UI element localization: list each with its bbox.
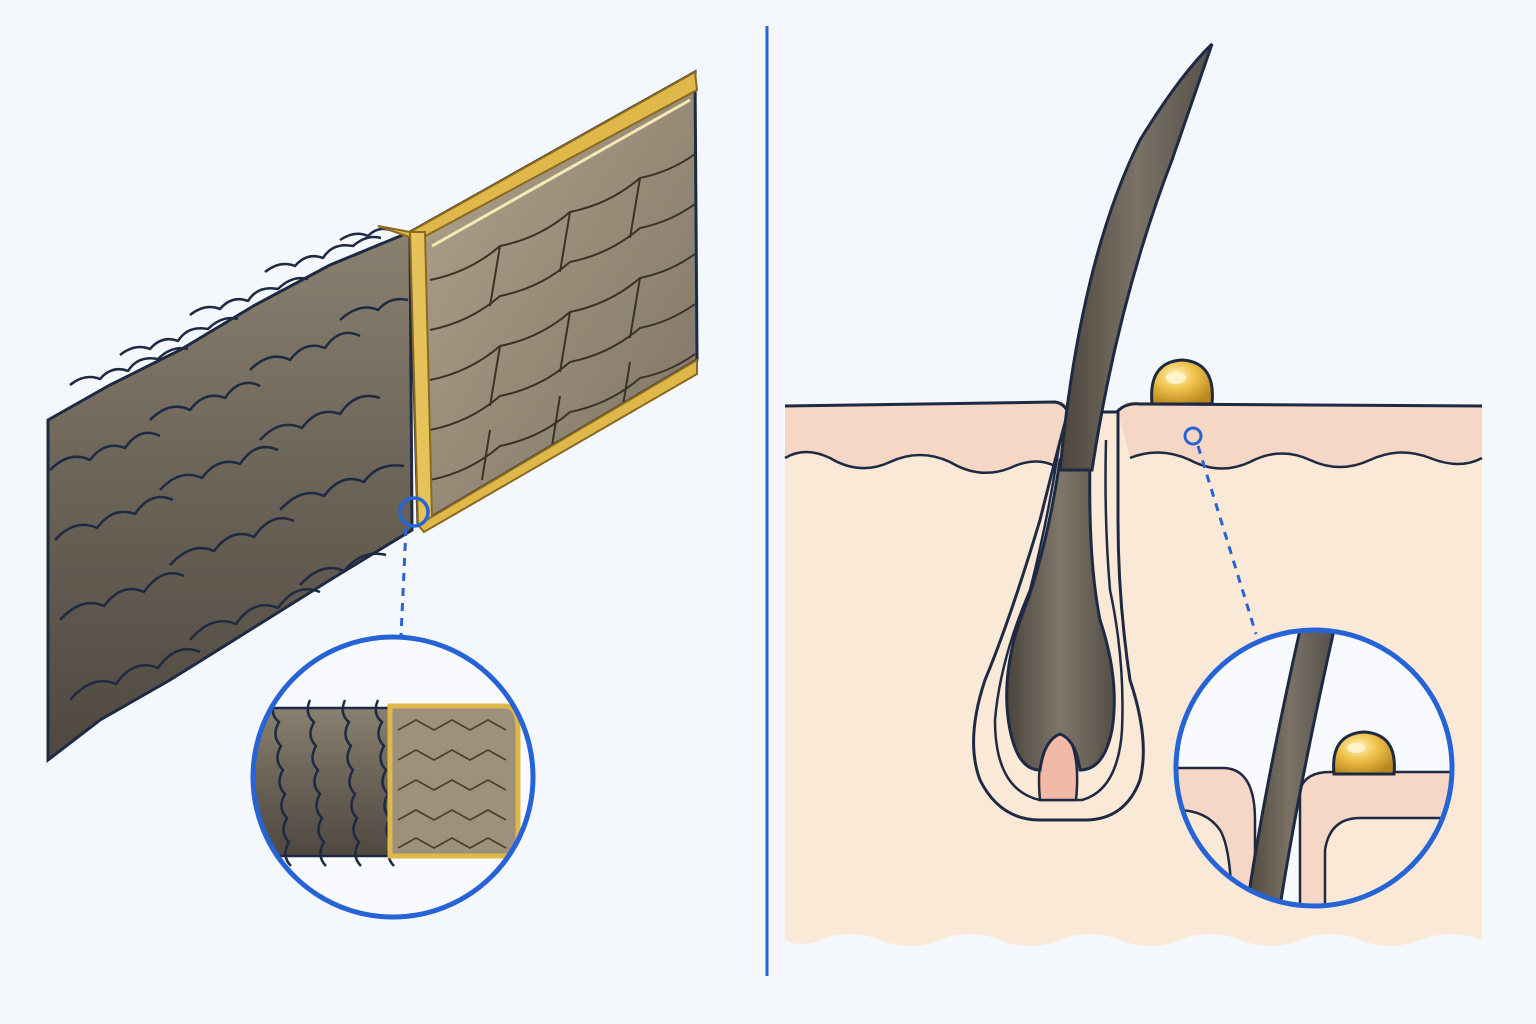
- right-callout-leader: [1196, 445, 1258, 635]
- dermis-boundary: [784, 450, 1056, 474]
- epidermis-layer-right: [1118, 401, 1482, 469]
- hair-scaly-segment: [46, 229, 414, 764]
- left-callout-leader: [399, 527, 408, 637]
- coated-scale-pattern: [429, 153, 696, 481]
- hair-bulb: [1005, 458, 1116, 772]
- left-zoom-circle: [250, 634, 536, 920]
- left-panel: [46, 69, 699, 920]
- coating-bottom-edge: [416, 358, 698, 534]
- right-callout-marker: [1183, 426, 1203, 446]
- hair-shaft: [1058, 42, 1214, 472]
- zoom-scaly-hair: [253, 706, 394, 858]
- right-panel: [784, 42, 1483, 946]
- dermis-boundary-right: [1129, 451, 1483, 470]
- epidermis-layer: [785, 402, 1068, 473]
- cuticle-scales: [49, 227, 409, 701]
- zoom-oil-droplet: [1332, 730, 1396, 776]
- coating-highlight: [431, 98, 691, 248]
- zoom-hair-shaft: [1243, 630, 1336, 906]
- left-callout-marker: [398, 496, 430, 528]
- oil-droplet: [1150, 358, 1214, 406]
- zoom-coated-scales: [397, 718, 507, 850]
